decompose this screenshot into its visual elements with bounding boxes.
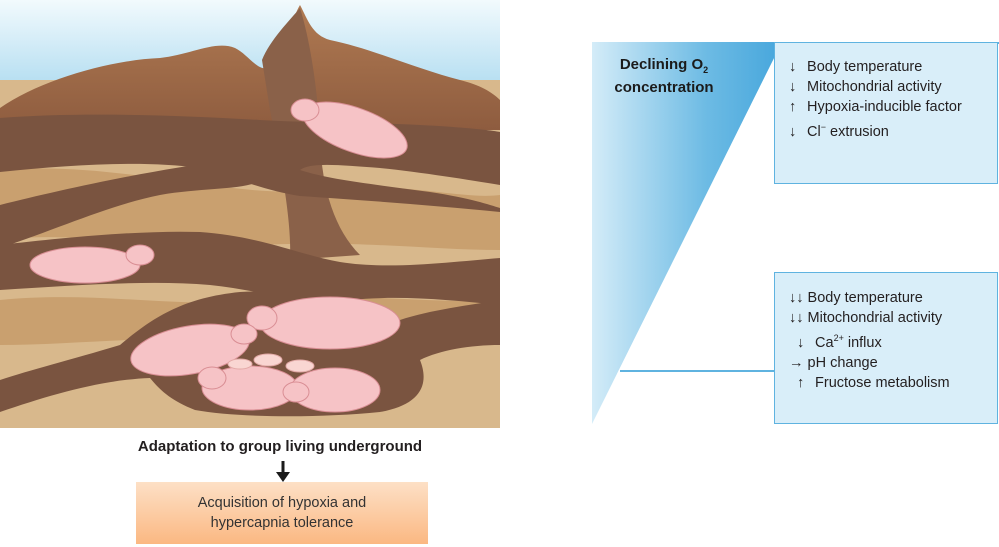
scene-caption: Adaptation to group living underground (0, 438, 560, 455)
oxygen-gradient-wedge (592, 42, 782, 424)
connector-line (620, 370, 774, 372)
response-item: ↓ Mitochondrial activity (789, 77, 997, 97)
down-arrow-icon (275, 461, 291, 483)
response-item: ↓ Body temperature (789, 57, 997, 77)
response-item: ↓↓ Body temperature (789, 288, 997, 308)
oxygen-label: Declining O2 concentration (598, 56, 730, 97)
moderate-hypoxia-box: ↓ Body temperature ↓ Mitochondrial activ… (774, 42, 998, 184)
response-item: ↓ Cl− extrusion (789, 117, 997, 142)
response-item: ↓↓ Mitochondrial activity (789, 308, 997, 328)
outcome-line: Acquisition of hypoxia and (198, 493, 366, 513)
response-item: → pH change (789, 353, 997, 373)
outcome-box: Acquisition of hypoxia and hypercapnia t… (136, 482, 428, 544)
severe-hypoxia-box: ↓↓ Body temperature ↓↓ Mitochondrial act… (774, 272, 998, 424)
response-item: ↑ Fructose metabolism (789, 373, 997, 393)
outcome-line: hypercapnia tolerance (211, 513, 354, 533)
response-item: ↑ Hypoxia-inducible factor (789, 97, 997, 117)
response-item: ↓ Ca2+ influx (789, 328, 997, 353)
burrow-scene-illustration (0, 0, 500, 428)
